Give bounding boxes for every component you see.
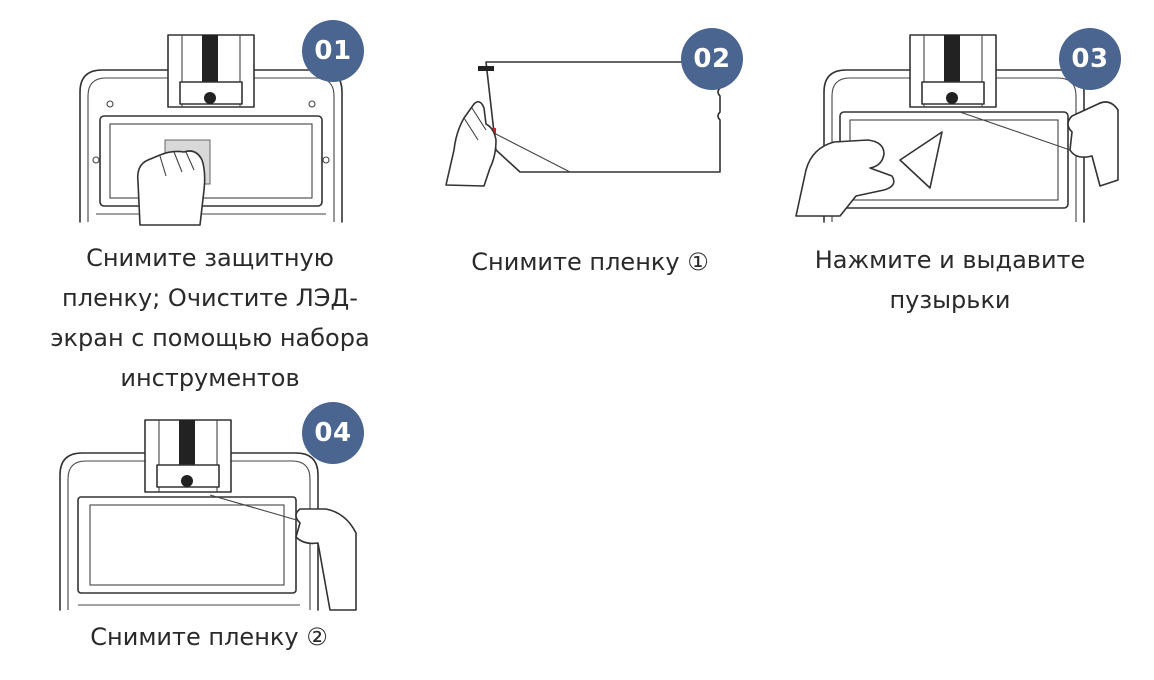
step-2-caption: Снимите пленку ① (471, 248, 709, 276)
step-4-illustration (59, 419, 357, 611)
step-2-badge: 02 (681, 28, 743, 90)
step-1: 01 Снимите защитную пленку; Очистите ЛЭД… (0, 0, 400, 410)
step-3-illustration (795, 34, 1119, 223)
step-1-badge: 01 (302, 20, 364, 82)
step-3-badge: 03 (1059, 28, 1121, 90)
step-1-caption: Снимите защитную пленку; Очистите ЛЭД- э… (50, 244, 370, 392)
step-2-illustration (445, 61, 721, 187)
step-3-caption: Нажмите и выдавите пузырьки (814, 246, 1086, 314)
step-3: 03 Нажмите и выдавите пузырьки (780, 0, 1154, 330)
step-4-caption: Снимите пленку ② (90, 623, 328, 651)
step-2: 02 Снимите пленку ① (420, 0, 760, 300)
step-4: 04 Снимите пленку ② (0, 402, 400, 675)
step-1-illustration (79, 34, 343, 226)
step-4-badge: 04 (302, 402, 364, 464)
